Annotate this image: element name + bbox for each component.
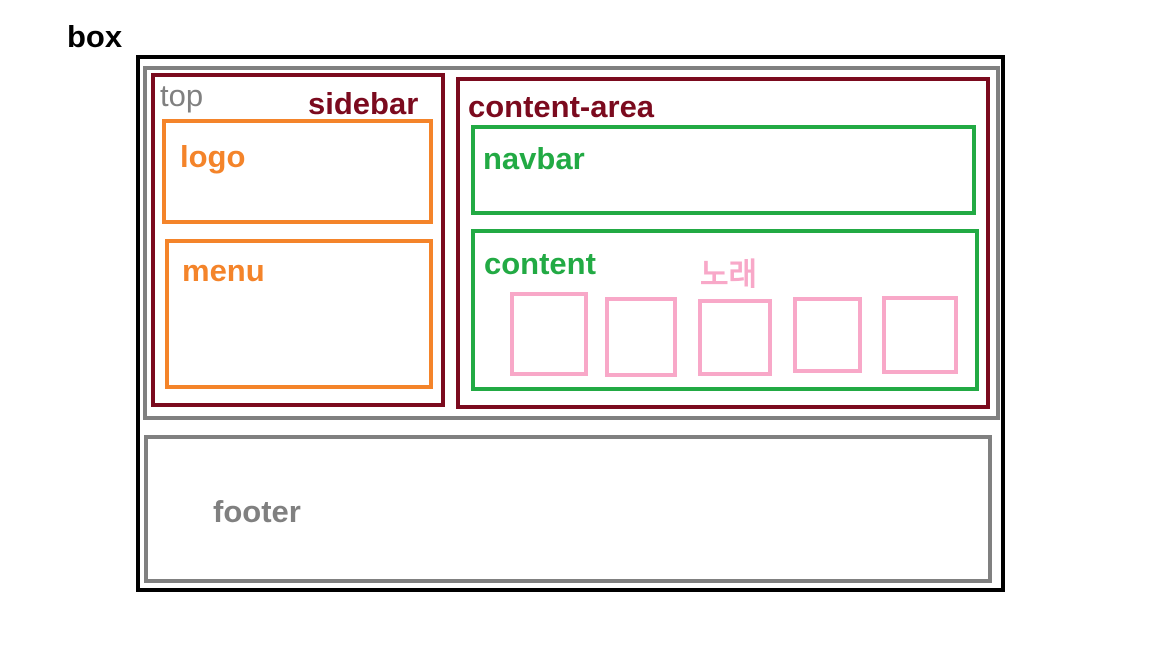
- footer-label: footer: [213, 494, 301, 529]
- menu-label: menu: [182, 253, 265, 288]
- song-item: [793, 297, 862, 373]
- logo-frame: [162, 119, 433, 224]
- song-item: [882, 296, 958, 374]
- top-label: top: [160, 78, 204, 113]
- top-frame: [143, 66, 1000, 420]
- content-label: content: [484, 246, 596, 281]
- song-label: 노래: [700, 257, 758, 292]
- content-frame: [471, 229, 979, 391]
- content-area-frame: [456, 77, 990, 409]
- song-item: [698, 299, 772, 376]
- navbar-frame: [471, 125, 976, 215]
- song-item: [605, 297, 677, 377]
- sidebar-frame: [151, 73, 445, 407]
- logo-label: logo: [180, 139, 246, 174]
- song-item: [510, 292, 588, 376]
- navbar-label: navbar: [483, 141, 585, 176]
- menu-frame: [165, 239, 433, 389]
- footer-frame: [144, 435, 992, 583]
- box-label: box: [67, 19, 123, 54]
- content-area-label: content-area: [468, 89, 655, 124]
- sidebar-label: sidebar: [308, 86, 419, 121]
- box-frame: [136, 55, 1005, 592]
